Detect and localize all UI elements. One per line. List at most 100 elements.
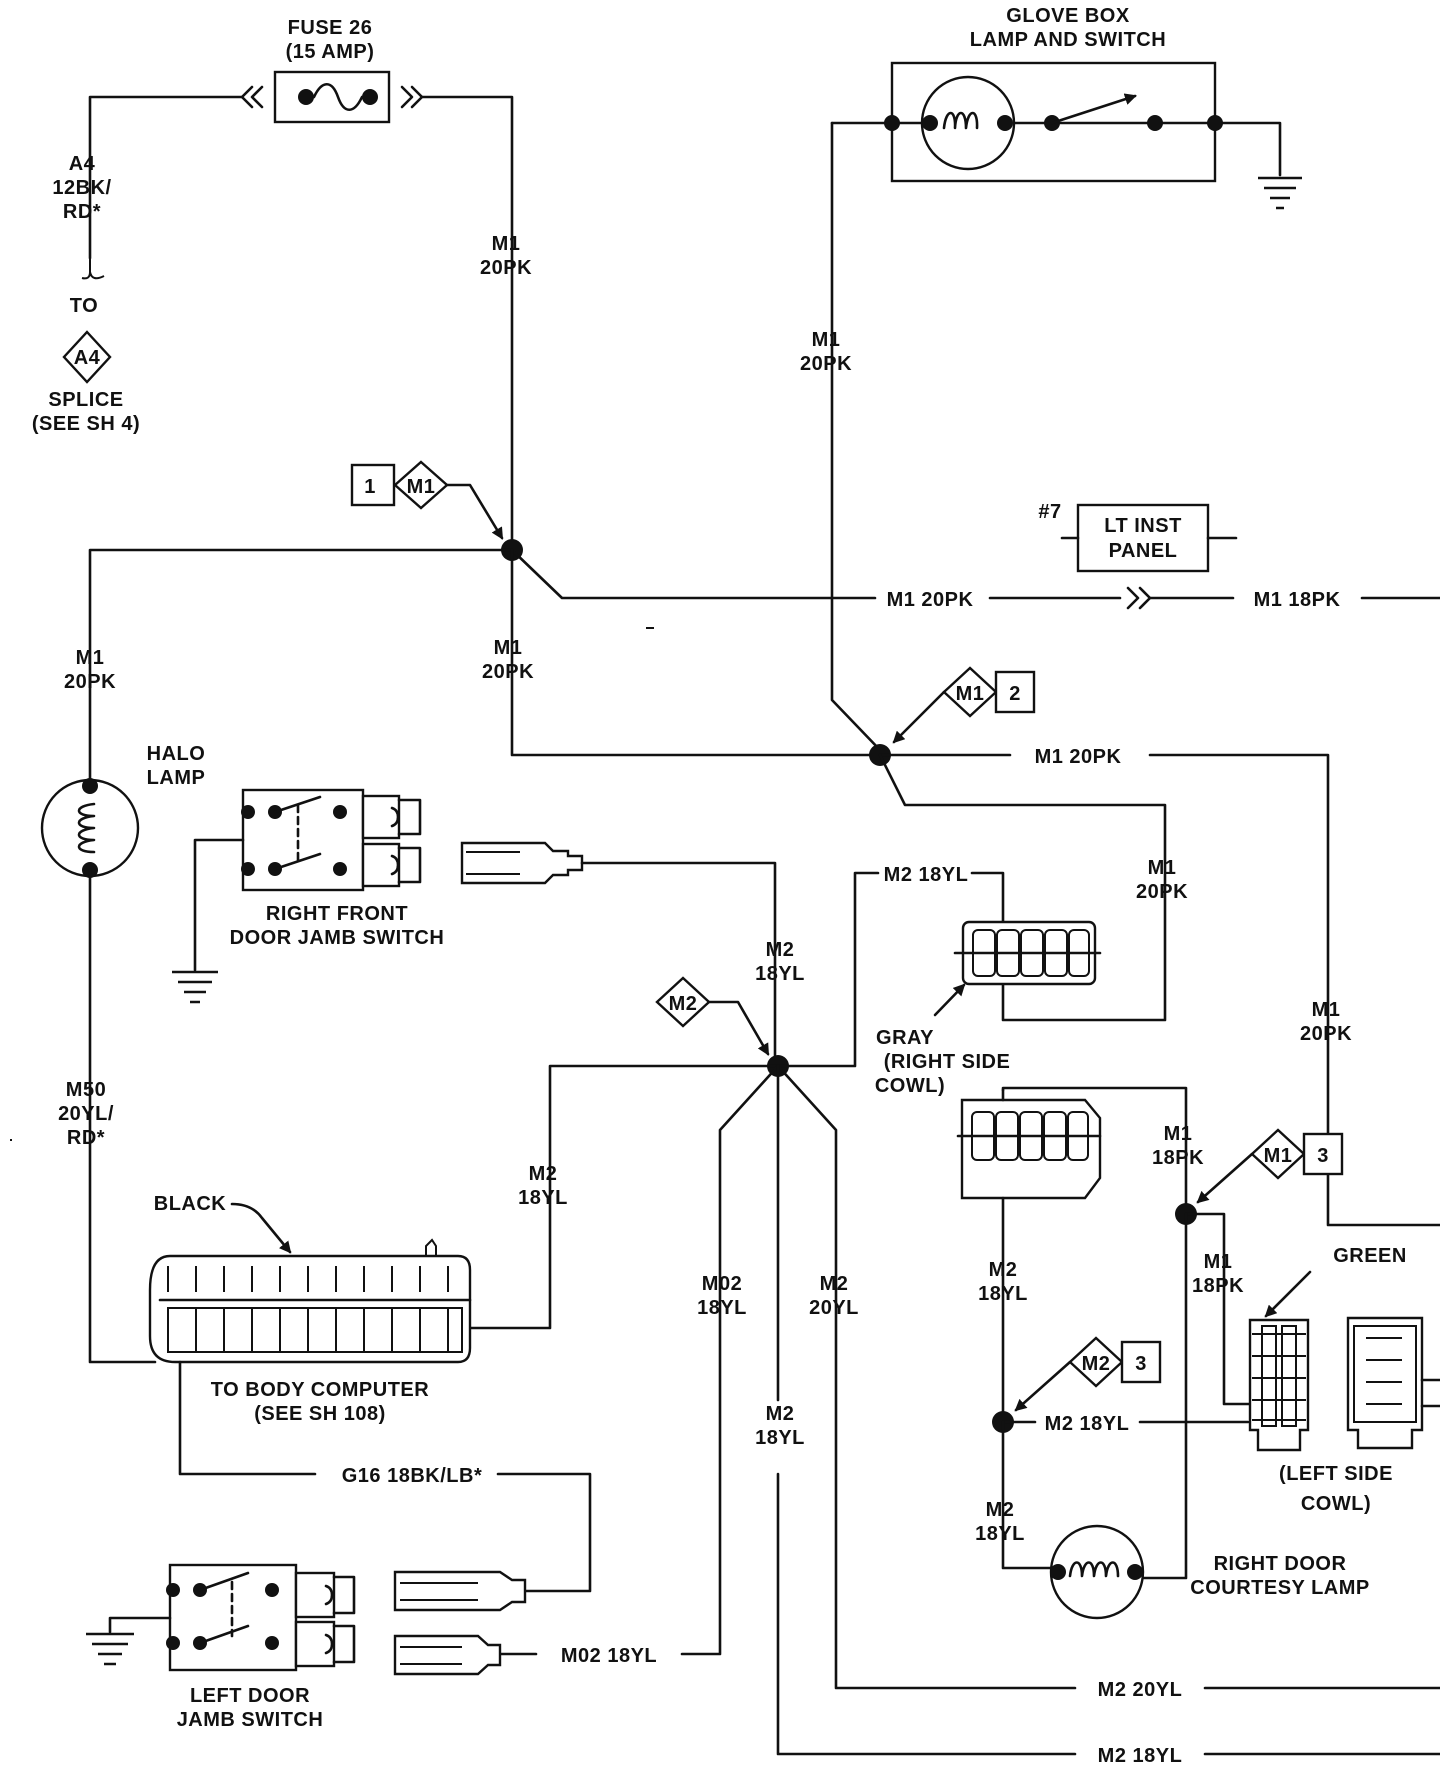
lt-inst-panel: #7 LT INST PANEL xyxy=(1038,501,1238,573)
ref-4-id: M2 xyxy=(669,993,698,1015)
ground-symbol xyxy=(1258,176,1302,210)
body-computer-title: TO BODY COMPUTER xyxy=(211,1379,429,1401)
ref-3-m1: M1 3 xyxy=(1196,1128,1344,1204)
m1-right-gauge: 20PK xyxy=(1300,1023,1352,1045)
m1-fuse-label: M1 xyxy=(492,233,521,255)
ref-1-id: M1 xyxy=(407,476,436,498)
wire-m50 xyxy=(88,868,157,1364)
rf-switch-subtitle: DOOR JAMB SWITCH xyxy=(230,927,445,949)
wire-m1-fuse xyxy=(420,95,514,552)
right-cowl-connector xyxy=(956,1098,1102,1200)
wire-m1-halo xyxy=(88,548,514,782)
m1-gray-label: M1 xyxy=(1148,857,1177,879)
body-computer-subtitle: (SEE SH 108) xyxy=(254,1403,386,1425)
m2-center-label: M2 xyxy=(766,939,795,961)
m50-label: M50 xyxy=(66,1079,106,1101)
ref-5-num: 3 xyxy=(1135,1353,1147,1375)
ground-symbol-ld xyxy=(86,1632,134,1666)
glovebox-subtitle: LAMP AND SWITCH xyxy=(970,29,1166,51)
m2-cowl-horiz-label: M2 18YL xyxy=(1045,1413,1130,1435)
a4-wire-color: RD* xyxy=(63,201,101,223)
m2-left-gauge: 18YL xyxy=(518,1187,568,1209)
green-label: GREEN xyxy=(1333,1245,1407,1267)
wire-m2-18yl-bottom xyxy=(776,1064,1077,1756)
glovebox-title: GLOVE BOX xyxy=(1006,5,1130,27)
m2-20yl-label: M2 xyxy=(820,1273,849,1295)
m50-gauge: 20YL/ xyxy=(58,1103,114,1125)
gray-cowl-line1: (RIGHT SIDE xyxy=(884,1051,1011,1073)
ref-1-num: 1 xyxy=(364,476,376,498)
m2-cowl-gauge: 18YL xyxy=(978,1283,1028,1305)
left-door-jamb-switch: LEFT DOOR JAMB SWITCH xyxy=(86,1563,356,1731)
m1-right-label: M1 xyxy=(1312,999,1341,1021)
left-switch-connectors xyxy=(393,1570,527,1676)
green-cowl-line2: COWL) xyxy=(1301,1493,1371,1515)
m2-18yl-bottom-label: M2 18YL xyxy=(1098,1745,1183,1767)
splice-label: SPLICE xyxy=(48,389,123,411)
ref-2-m1: M1 2 xyxy=(892,666,1036,744)
left-switch-subtitle: JAMB SWITCH xyxy=(177,1709,324,1731)
m50-color: RD* xyxy=(67,1127,105,1149)
ref-2-id: M1 xyxy=(956,683,985,705)
lt-inst-panel-line2: PANEL xyxy=(1109,540,1178,562)
m2-20yl-gauge: 20YL xyxy=(809,1297,859,1319)
wire-m2-body-computer xyxy=(460,1064,780,1330)
ground-symbol-rf xyxy=(172,970,218,1004)
splice-sheet-ref: (SEE SH 4) xyxy=(32,413,140,435)
gray-cowl-line2: COWL) xyxy=(875,1075,945,1097)
fuse-rating: (15 AMP) xyxy=(286,41,375,63)
m2-low-gauge: 18YL xyxy=(755,1427,805,1449)
ref-5-id: M2 xyxy=(1082,1353,1111,1375)
gray-label: GRAY xyxy=(876,1027,934,1049)
g16-label: G16 18BK/LB* xyxy=(342,1465,483,1487)
m1-18pk-label: M1 18PK xyxy=(1254,589,1341,611)
wire-a4 xyxy=(88,95,244,260)
m1-mid-gauge: 20PK xyxy=(482,661,534,683)
fuse-name: FUSE 26 xyxy=(288,17,373,39)
m1-glove-gauge: 20PK xyxy=(800,353,852,375)
m1-gray-gauge: 20PK xyxy=(1136,881,1188,903)
wire-m02 xyxy=(680,1064,780,1656)
a4-wire-gauge: 12BK/ xyxy=(52,177,111,199)
halo-lamp: HALO LAMP xyxy=(40,743,206,878)
m1-left-label: M1 xyxy=(76,647,105,669)
lt-inst-panel-line1: LT INST xyxy=(1104,515,1182,537)
a4-wire-label: A4 xyxy=(69,153,96,175)
m1-mid-label: M1 xyxy=(494,637,523,659)
m2-low-label: M2 xyxy=(766,1403,795,1425)
m2-lamp-gauge: 18YL xyxy=(975,1523,1025,1545)
m2-lamp-label: M2 xyxy=(986,1499,1015,1521)
ref-2-num: 2 xyxy=(1009,683,1021,705)
splice-to: TO xyxy=(70,295,98,317)
lt-inst-panel-ref: #7 xyxy=(1038,501,1061,523)
splice-a4-diamond: A4 xyxy=(62,330,112,384)
m1-18pk-b-gauge: 18PK xyxy=(1192,1275,1244,1297)
courtesy-title: RIGHT DOOR xyxy=(1214,1553,1347,1575)
m2-20yl-horiz-label: M2 20YL xyxy=(1098,1679,1183,1701)
m1-fuse-gauge: 20PK xyxy=(480,257,532,279)
wire-m1-glovebox xyxy=(830,121,882,752)
ref-1-m1: 1 M1 xyxy=(350,460,504,540)
right-door-courtesy-lamp: RIGHT DOOR COURTESY LAMP xyxy=(1049,1524,1369,1620)
ref-5-m2: M2 3 xyxy=(1014,1336,1162,1412)
fuse-26: FUSE 26 (15 AMP) xyxy=(240,17,424,124)
m1-18pk-a-gauge: 18PK xyxy=(1152,1147,1204,1169)
m2-cowl-label: M2 xyxy=(989,1259,1018,1281)
m1-mid-horiz-label: M1 20PK xyxy=(1035,746,1122,768)
wire-m2-20yl xyxy=(776,1064,1077,1690)
rf-switch-title: RIGHT FRONT xyxy=(266,903,408,925)
green-cowl-line1: (LEFT SIDE xyxy=(1279,1463,1393,1485)
courtesy-subtitle: COURTESY LAMP xyxy=(1190,1577,1369,1599)
ref-3-num: 3 xyxy=(1317,1145,1329,1167)
m02-label: M02 xyxy=(702,1273,742,1295)
rf-switch-connector xyxy=(460,841,777,1065)
splice-a4-id: A4 xyxy=(74,347,101,369)
ref-3-id: M1 xyxy=(1264,1145,1293,1167)
halo-subtitle: LAMP xyxy=(147,767,206,789)
m1-18pk-b-label: M1 xyxy=(1204,1251,1233,1273)
halo-title: HALO xyxy=(147,743,206,765)
m1-18pk-a-label: M1 xyxy=(1164,1123,1193,1145)
m2-18yl-top-label: M2 18YL xyxy=(884,864,969,886)
glove-box-lamp-switch: GLOVE BOX LAMP AND SWITCH xyxy=(830,5,1302,210)
